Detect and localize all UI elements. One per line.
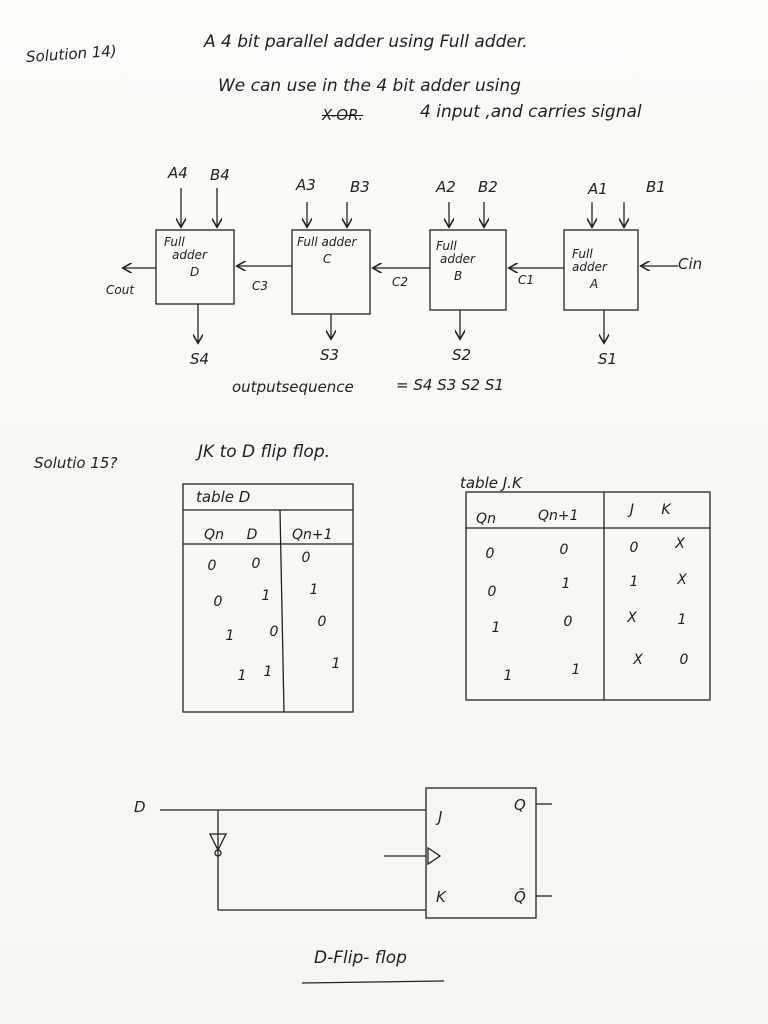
- table-d-header-d: D: [246, 527, 258, 543]
- table-d-r4-d: 1: [263, 664, 273, 680]
- table-jk-r4-qn1: 1: [571, 662, 581, 678]
- table-jk-caption: table J.K: [460, 474, 522, 492]
- table-d-r3-q: 0: [317, 614, 327, 630]
- table-d-r3-d: 0: [269, 624, 279, 640]
- adder-d-input-a: A4: [168, 164, 188, 182]
- solution-14-title: A 4 bit parallel adder using Full adder.: [204, 32, 528, 52]
- adder-c-input-a: A3: [296, 176, 316, 194]
- adder-a-input-b: B1: [646, 178, 666, 196]
- table-d-r2-q: 1: [309, 582, 319, 598]
- table-d-r1-d: 0: [251, 556, 261, 572]
- table-d-r1-q: 0: [301, 550, 311, 566]
- ff-pin-j-label: J: [438, 808, 443, 826]
- solution-14-line-2: We can use in the 4 bit adder using: [218, 76, 521, 96]
- solution-14-line-3: 4 input ,and carries signal: [420, 102, 642, 122]
- table-jk-border: [465, 491, 711, 701]
- table-d-r4-qn: 1: [237, 668, 247, 684]
- ff-output-qbar-label: Q̄: [514, 888, 526, 906]
- table-jk-header-k: K: [661, 502, 671, 518]
- table-d-header-qn: Qn: [204, 527, 224, 543]
- adder-a-label: Full adder A: [572, 247, 607, 291]
- table-jk-r1-k: X: [675, 536, 685, 552]
- table-d-r1-qn: 0: [207, 558, 217, 574]
- carry-out-label: Cout: [106, 283, 135, 297]
- ff-pin-k-label: K: [436, 888, 446, 906]
- table-jk-r3-qn: 1: [491, 620, 501, 636]
- table-jk-header-j: J: [629, 502, 635, 518]
- adder-b-input-a: A2: [436, 178, 456, 196]
- adder-c-input-b: B3: [350, 178, 370, 196]
- table-jk-r3-k: 1: [677, 612, 687, 628]
- ff-input-d-label: D: [134, 798, 146, 816]
- flip-flop-box: [425, 787, 537, 919]
- sum-s1: S1: [598, 350, 618, 368]
- carry-c2-label: C2: [392, 275, 409, 289]
- table-jk-r2-qn: 0: [487, 584, 497, 600]
- ff-output-q-label: Q: [514, 796, 526, 814]
- carry-in-label: Cin: [678, 255, 703, 273]
- adder-d-label: Full adder D: [164, 235, 207, 279]
- adder-b-label: Full adder B: [436, 239, 475, 283]
- table-d-caption: table D: [196, 488, 251, 506]
- table-d-border: [182, 483, 354, 713]
- table-jk-header-qn1: Qn+1: [538, 508, 579, 524]
- table-jk-r2-k: X: [677, 572, 687, 588]
- table-jk-r4-k: 0: [679, 652, 689, 668]
- table-jk-r2-qn1: 1: [561, 576, 571, 592]
- table-jk-r3-qn1: 0: [563, 614, 573, 630]
- adder-d-input-b: B4: [210, 166, 230, 184]
- output-sequence-value: = S4 S3 S2 S1: [396, 376, 504, 394]
- carry-c1-label: C1: [518, 273, 535, 287]
- table-d-r2-d: 1: [261, 588, 271, 604]
- table-jk-r2-j: 1: [629, 574, 639, 590]
- solution-15-title: JK to D flip flop.: [198, 442, 331, 462]
- table-jk-r4-qn: 1: [503, 668, 513, 684]
- table-jk-r3-j: X: [627, 610, 637, 626]
- table-d-r2-qn: 0: [213, 594, 223, 610]
- table-jk-r1-qn: 0: [485, 546, 495, 562]
- table-jk-r4-j: X: [633, 652, 643, 668]
- output-sequence-label: outputsequence: [232, 378, 354, 396]
- xor-struck-text: X-OR.: [322, 106, 364, 124]
- table-jk-r1-qn1: 0: [559, 542, 569, 558]
- sum-s4: S4: [190, 350, 210, 368]
- table-d-r4-q: 1: [331, 656, 341, 672]
- adder-a-input-a: A1: [588, 180, 608, 198]
- table-jk-r1-j: 0: [629, 540, 639, 556]
- table-d-header-qn1: Qn+1: [292, 527, 333, 543]
- adder-b-input-b: B2: [478, 178, 498, 196]
- carry-c3-label: C3: [252, 279, 269, 293]
- solution-15-label: Solutio 15?: [34, 454, 118, 472]
- table-d-r3-qn: 1: [225, 628, 235, 644]
- table-jk-header-qn: Qn: [476, 511, 496, 527]
- flip-flop-caption: D-Flip- flop: [314, 948, 407, 968]
- sum-s2: S2: [452, 346, 472, 364]
- sum-s3: S3: [320, 346, 340, 364]
- adder-c-label: Full adder C: [297, 235, 357, 266]
- parallel-adder-wiring: [0, 188, 678, 420]
